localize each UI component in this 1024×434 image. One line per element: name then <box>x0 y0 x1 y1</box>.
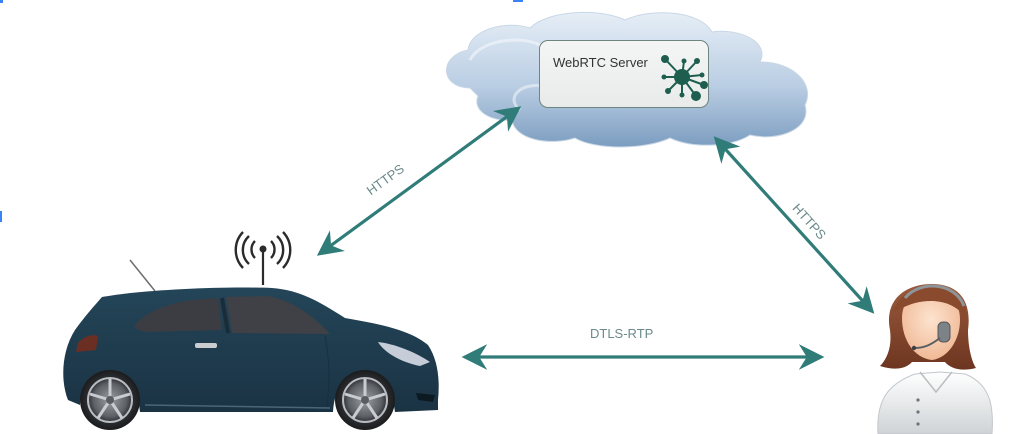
arrow-car-server[interactable] <box>316 106 522 256</box>
rear-wheel <box>80 370 140 430</box>
network-hub-icon <box>661 55 708 101</box>
front-wheel <box>335 370 395 430</box>
arrow-server-operator[interactable] <box>713 136 875 314</box>
webrtc-server-node[interactable]: WebRTC Server <box>539 40 709 108</box>
car-whip-antenna <box>129 259 156 292</box>
link-label-car-operator: DTLS-RTP <box>590 326 654 341</box>
server-label: WebRTC Server <box>553 55 648 70</box>
selection-handle-left-middle[interactable] <box>0 211 2 222</box>
wireless-antenna-icon <box>234 231 292 285</box>
operator-headset-icon <box>877 284 993 434</box>
selection-handle-top-center[interactable] <box>513 0 523 2</box>
car-icon <box>63 259 439 430</box>
door-handle <box>195 343 217 348</box>
selection-handle-top-left[interactable] <box>0 0 3 3</box>
